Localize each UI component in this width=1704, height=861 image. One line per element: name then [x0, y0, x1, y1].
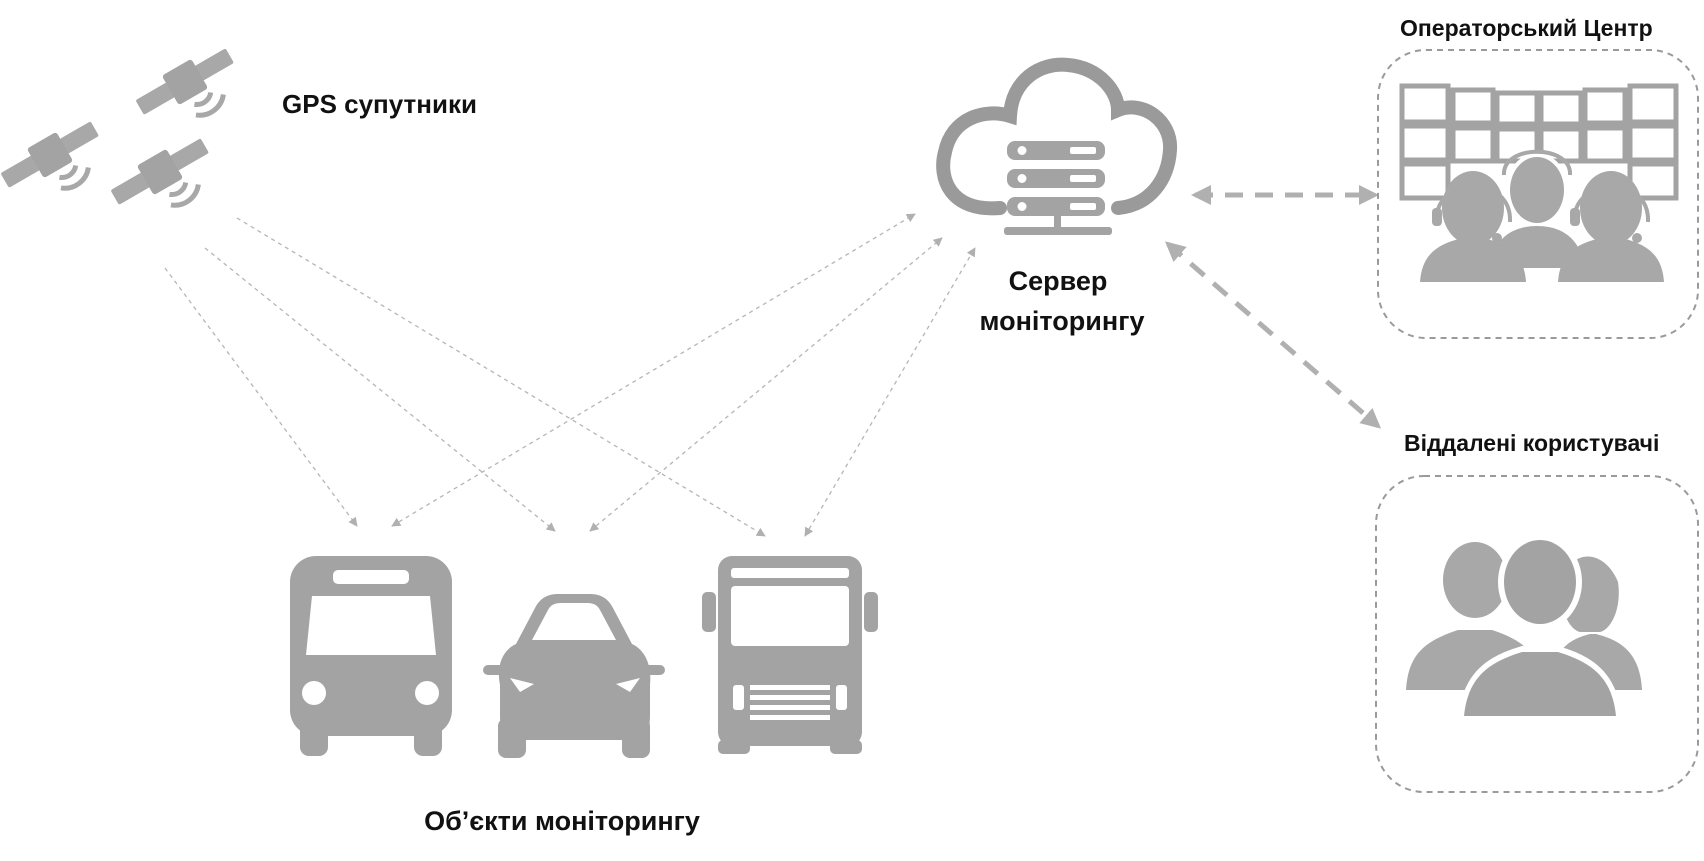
car-icon [483, 594, 665, 758]
vehicle-server-links [391, 213, 976, 537]
remote-users-label: Віддалені користувачі [1404, 430, 1659, 456]
bus-icon [290, 556, 452, 756]
satellite-icon [136, 48, 234, 118]
operator-center-frame [1377, 49, 1699, 339]
objects-label: Об’єкти моніторингу [424, 806, 700, 836]
server-remote-users-link [1164, 241, 1382, 429]
cloud-server-icon [936, 57, 1178, 235]
satellite-icon [111, 138, 209, 208]
truck-icon [702, 556, 878, 754]
video-wall-icon [1399, 83, 1679, 201]
satellite-signal-lines [164, 217, 766, 537]
operators-icon [1420, 149, 1664, 282]
satellite-icon [1, 121, 99, 191]
users-group-icon [1406, 534, 1642, 720]
server-label-line2: моніторингу [980, 306, 1145, 336]
remote-users-frame [1375, 475, 1699, 793]
operator-center-label: Операторський Центр [1400, 15, 1653, 41]
server-label-line1: Сервер [1009, 266, 1108, 296]
server-rack-icon [1004, 141, 1112, 235]
satellites-label: GPS супутники [282, 89, 477, 119]
